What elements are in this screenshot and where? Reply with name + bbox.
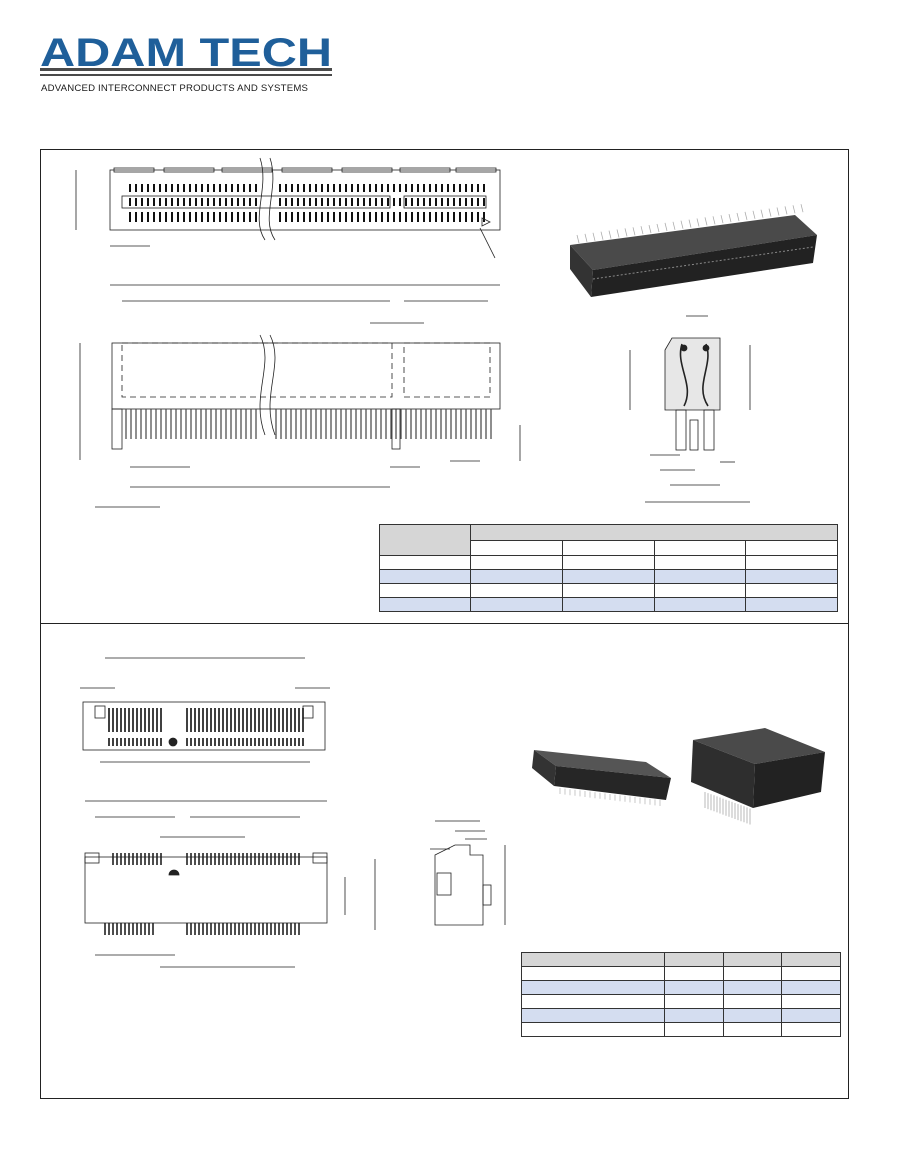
contact-pin xyxy=(680,220,684,229)
contact-pin xyxy=(792,205,796,214)
contact-pin xyxy=(576,234,580,244)
contact-pin xyxy=(784,206,788,215)
contact-pin xyxy=(736,212,740,222)
contact-pin xyxy=(632,227,636,236)
m2-front-view-drawing xyxy=(84,800,376,968)
contact-pin xyxy=(728,214,732,223)
contact-pin xyxy=(704,217,708,226)
contact-pin xyxy=(592,232,596,241)
connector-3d-image xyxy=(570,204,817,297)
contact-pin xyxy=(744,211,748,220)
drawing-frame xyxy=(40,149,849,1099)
contact-pin xyxy=(600,231,604,240)
top-view-drawing xyxy=(75,157,501,259)
contact-pin xyxy=(640,226,644,235)
contact-pin xyxy=(688,219,692,228)
m2-side-view-drawing xyxy=(430,820,506,926)
adam-tech-logo: ADAM TECH xyxy=(40,31,332,76)
contact-pin xyxy=(712,216,716,225)
contact-pin xyxy=(616,229,620,238)
section-divider xyxy=(40,623,849,624)
contact-pin xyxy=(624,228,628,237)
contact-pin xyxy=(752,210,756,219)
contact-pin xyxy=(696,218,700,227)
contact-pin xyxy=(648,225,652,234)
contact-pin xyxy=(672,221,676,230)
logo-wordmark: ADAM TECH xyxy=(40,31,332,75)
side-view-drawing xyxy=(79,284,521,508)
contact-pin xyxy=(720,215,724,224)
contact-pin xyxy=(656,223,660,233)
m2-connector-3d-image-right xyxy=(691,728,825,825)
contact-pin xyxy=(584,233,588,242)
contact-pin xyxy=(760,209,764,218)
m2-top-view-drawing xyxy=(80,657,330,763)
bottom-dimension-table xyxy=(521,952,841,1037)
m2-connector-3d-image-left xyxy=(532,750,671,806)
contact-pin xyxy=(768,208,772,217)
top-dimension-table xyxy=(379,524,838,612)
brand-tagline: ADVANCED INTERCONNECT PRODUCTS AND SYSTE… xyxy=(41,83,309,94)
cross-section-detail xyxy=(629,315,751,503)
contact-pin xyxy=(776,207,780,216)
contact-pin xyxy=(800,204,804,213)
contact-pin xyxy=(664,222,668,231)
contact-pin xyxy=(608,230,612,239)
